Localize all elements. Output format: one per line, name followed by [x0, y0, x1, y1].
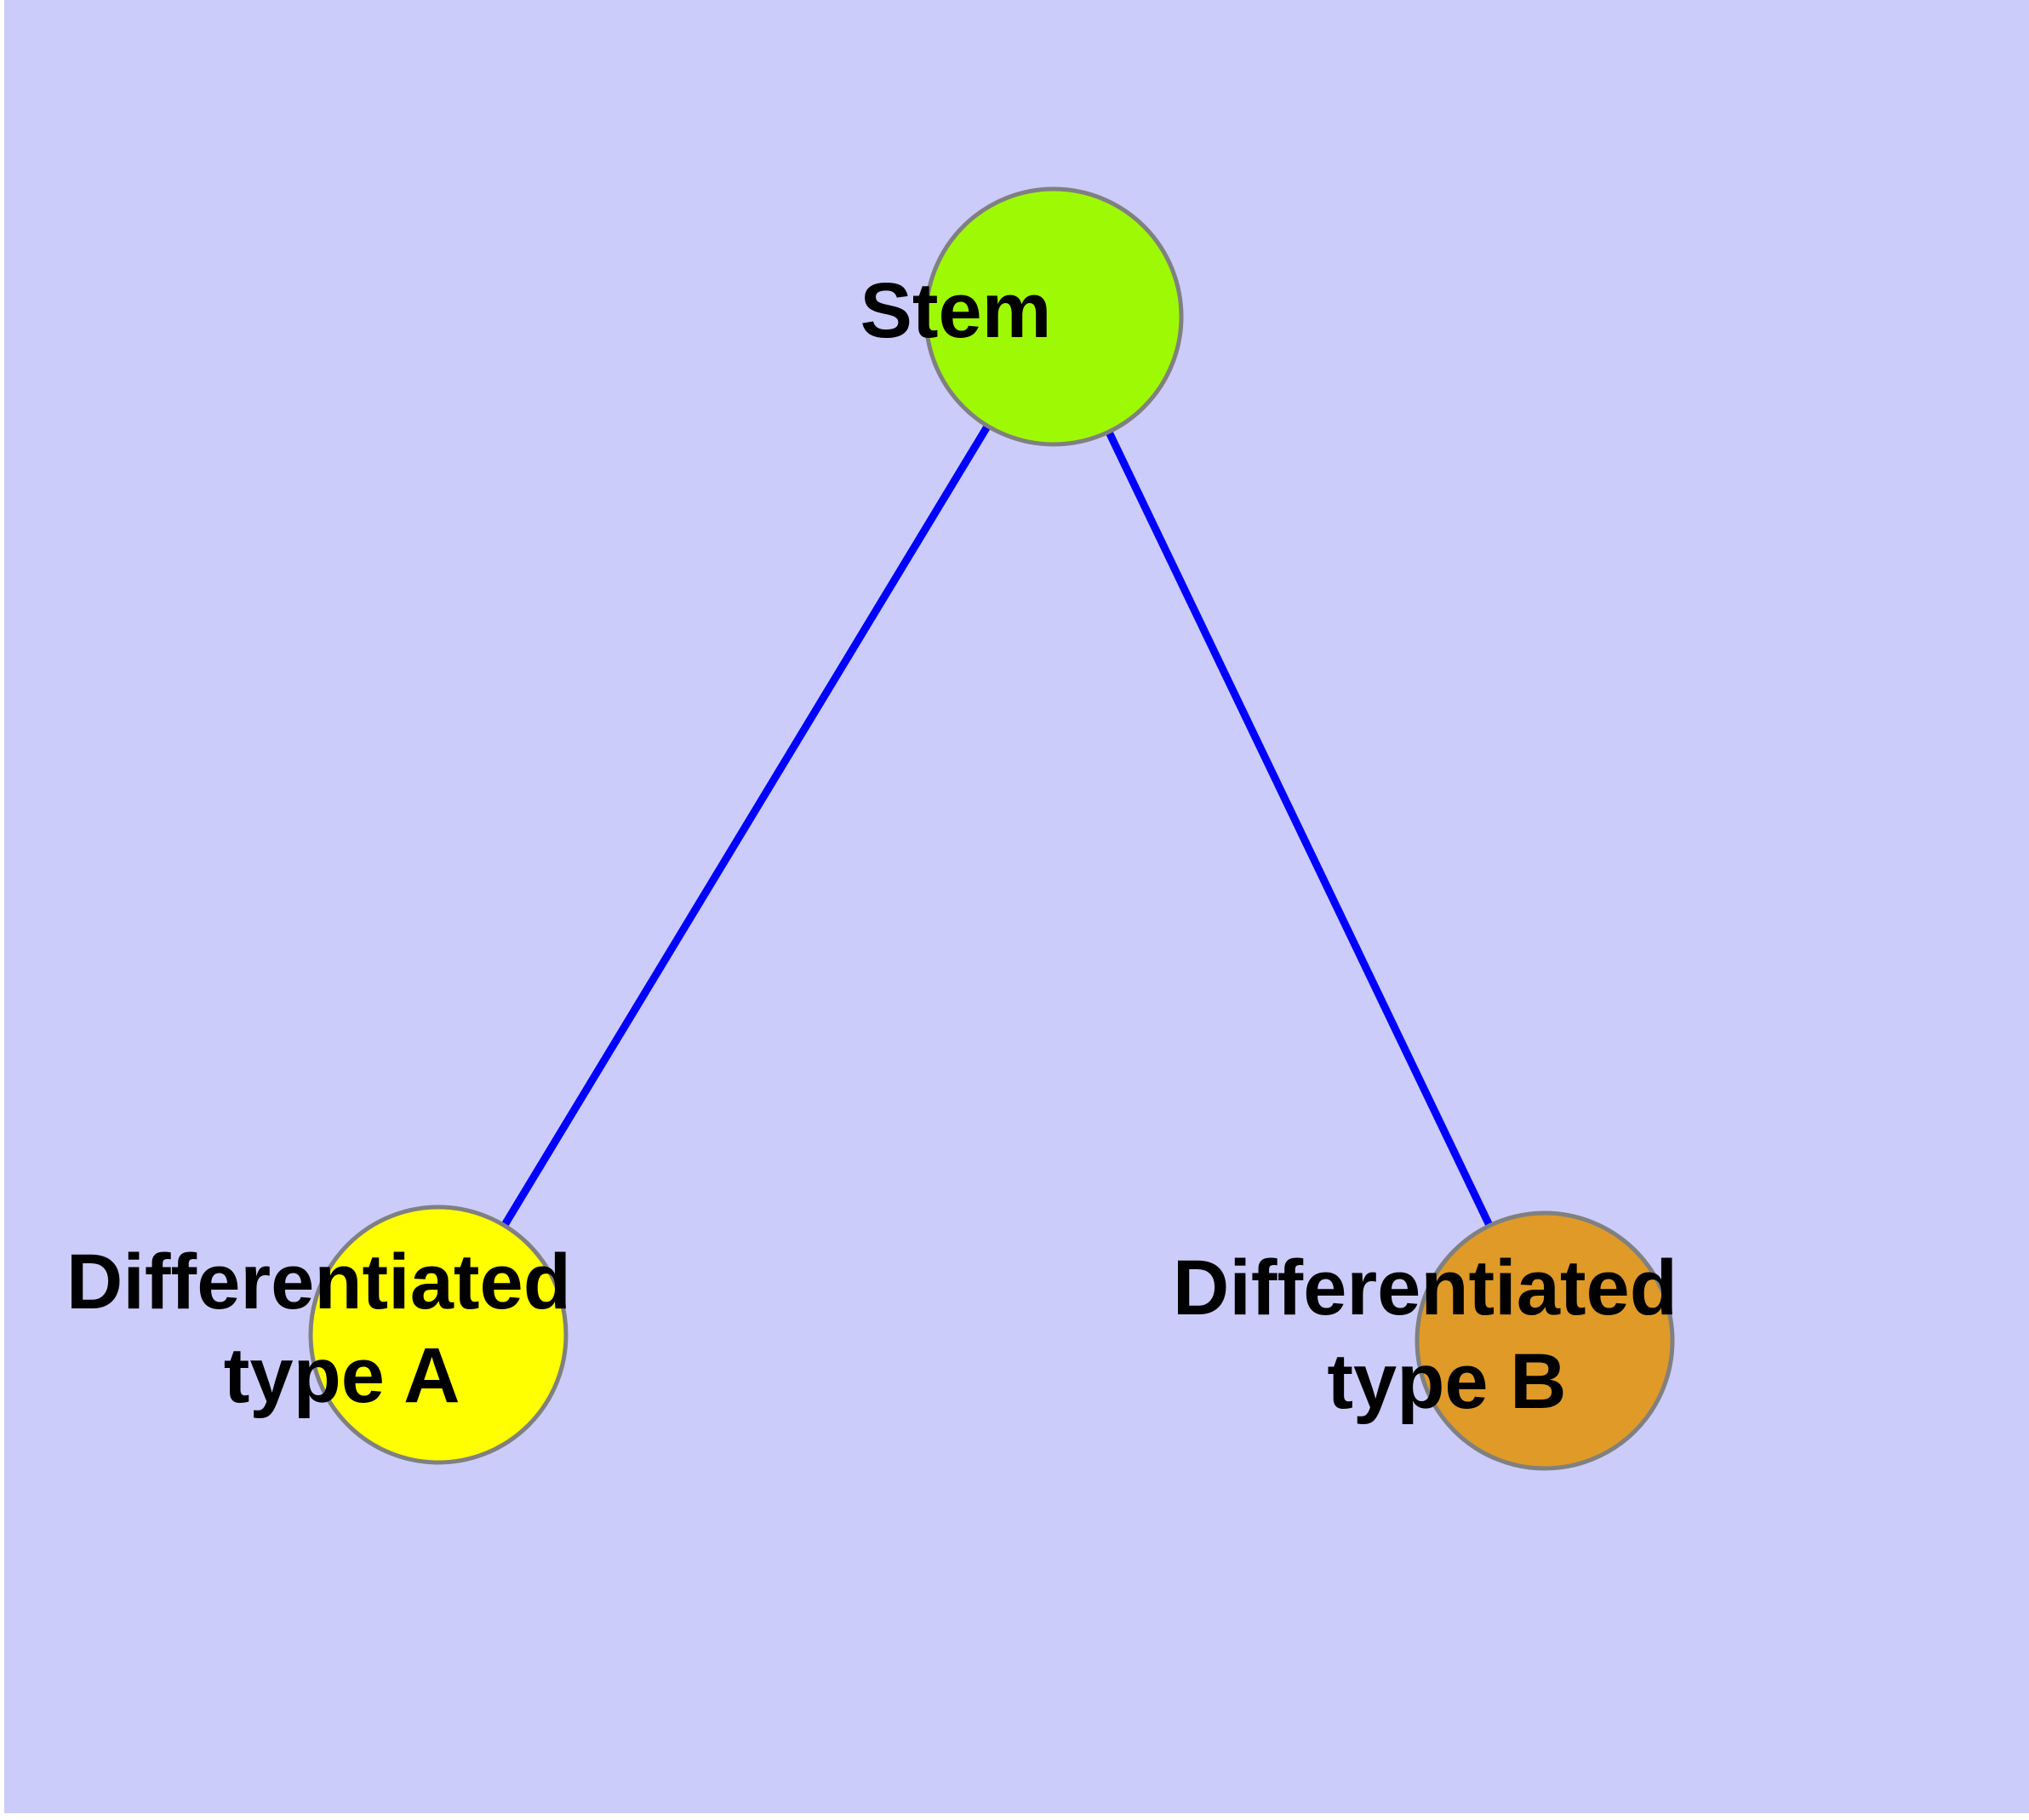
node-differentiated-type-a[interactable]: Differentiated type A: [66, 1205, 810, 1465]
node-stem[interactable]: Stem: [860, 186, 1247, 447]
node-differentiated-type-b[interactable]: Differentiated type B: [1173, 1210, 1917, 1471]
edges-layer: [434, 312, 1549, 1345]
edge-stem-to-differentiated-type-a: [434, 312, 1058, 1339]
edge-stem-to-differentiated-type-b: [1049, 312, 1549, 1345]
node-stem-circle[interactable]: [923, 186, 1184, 447]
node-differentiated-type-b-label: Differentiated type B: [1173, 1245, 1917, 1425]
node-differentiated-type-b-circle[interactable]: [1415, 1210, 1675, 1471]
node-differentiated-type-a-circle[interactable]: [308, 1205, 569, 1465]
node-differentiated-type-a-label: Differentiated type A: [66, 1239, 810, 1419]
node-stem-label: Stem: [860, 267, 1247, 354]
nodes-layer: Stem Differentiated type A Differentiate…: [66, 186, 1917, 1471]
